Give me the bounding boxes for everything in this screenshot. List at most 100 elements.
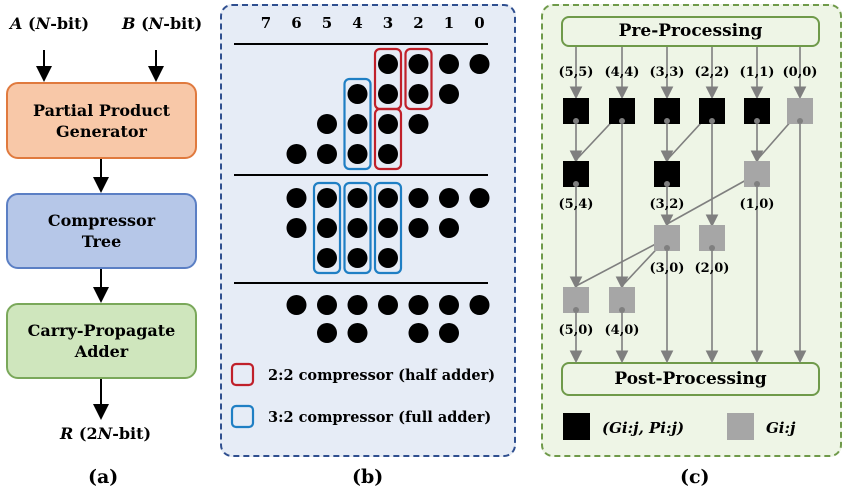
full-adder-box (343, 77, 372, 171)
node-port (573, 118, 579, 124)
node-port (619, 118, 625, 124)
legend-label: 2:2 compressor (half adder) (268, 367, 495, 384)
stage3-dot (439, 295, 459, 315)
stage2-dot (286, 218, 307, 238)
column-header: 6 (291, 14, 301, 32)
node-port (573, 307, 579, 313)
stage3-dot (286, 295, 307, 315)
stage1-dot (439, 84, 459, 104)
prefix-wire (666, 173, 758, 225)
stage1-dot (317, 144, 337, 164)
stage2-dot (439, 218, 459, 238)
node-label: (5,5) (559, 65, 594, 80)
panel-b-label: (b) (352, 466, 384, 488)
node-port (619, 307, 625, 313)
output-r-label: R (2N-bit) (60, 424, 152, 443)
stage2-dot (408, 188, 429, 208)
panel-a-label: (a) (88, 466, 119, 488)
node-port (664, 118, 670, 124)
legend-label: 3:2 compressor (full adder) (268, 409, 491, 426)
node-port (664, 245, 670, 251)
stage2-dot (347, 248, 368, 268)
legend-swatch (230, 404, 255, 429)
node-label: (0,0) (783, 65, 818, 80)
node-port (754, 118, 760, 124)
stage2-dot (317, 218, 337, 238)
half-adder-box (373, 107, 403, 171)
pre-processing-block: Pre-Processing (561, 16, 820, 47)
stage2-dot (317, 248, 337, 268)
node-label: (1,1) (740, 65, 775, 80)
column-header: 4 (352, 14, 362, 32)
node-port (754, 181, 760, 187)
stage2-dot (347, 188, 368, 208)
stage1-dot (378, 54, 398, 74)
legend-gray-node (727, 413, 754, 440)
legend-black-label: (Gi:j, Pi:j) (602, 419, 684, 437)
prefix-wire (575, 237, 668, 287)
stage2-dot (347, 218, 368, 238)
stage1-dot (469, 54, 490, 74)
stage3-dot (378, 295, 398, 315)
stage2-dot (378, 218, 398, 238)
node-port (797, 118, 803, 124)
full-adder-box (343, 181, 372, 275)
node-label: (4,4) (605, 65, 640, 80)
stage1-dot (408, 54, 429, 74)
stage3-dot (408, 295, 429, 315)
node-label: (3,3) (650, 65, 685, 80)
stage1-dot (408, 114, 429, 134)
column-header: 1 (444, 14, 454, 32)
half-adder-box (404, 47, 433, 111)
legend-swatch (230, 362, 255, 387)
node-port (709, 245, 715, 251)
stage1-dot (317, 114, 337, 134)
stage3-dot (347, 295, 368, 315)
stage2-dot (286, 188, 307, 208)
stage2-dot (408, 218, 429, 238)
legend-gray-label: Gi:j (766, 419, 796, 437)
stage1-dot (286, 144, 307, 164)
node-port (709, 118, 715, 124)
node-label: (2,2) (695, 65, 730, 80)
input-b-label: B (N-bit) (122, 14, 203, 33)
stage3-dot (439, 323, 459, 343)
stage2-dot (469, 188, 490, 208)
stage3-dot (469, 295, 490, 315)
input-a-label: A (N-bit) (10, 14, 90, 33)
node-label: (5,0) (559, 323, 594, 338)
column-header: 7 (261, 14, 271, 32)
node-label: (1,0) (740, 197, 775, 212)
full-adder-box (312, 181, 342, 275)
panel-c-label: (c) (680, 466, 710, 488)
legend-black-node (563, 413, 590, 440)
stage2-dot (439, 188, 459, 208)
stage3-dot (317, 295, 337, 315)
stage2-dot (378, 188, 398, 208)
column-header: 3 (383, 14, 393, 32)
stage3-dot (317, 323, 337, 343)
stage1-dot (439, 54, 459, 74)
stage1-dot (378, 84, 398, 104)
stage3-dot (347, 323, 368, 343)
stage1-dot (408, 84, 429, 104)
stage2-dot (378, 248, 398, 268)
stage1-dot (347, 84, 368, 104)
stage1-dot (378, 144, 398, 164)
stage2-dot (317, 188, 337, 208)
node-label: (4,0) (605, 323, 640, 338)
column-header: 0 (474, 14, 484, 32)
node-port (573, 181, 579, 187)
column-header: 5 (322, 14, 332, 32)
node-label: (2,0) (695, 261, 730, 276)
column-header: 2 (413, 14, 423, 32)
full-adder-box (373, 181, 403, 275)
node-label: (3,0) (650, 261, 685, 276)
node-port (664, 181, 670, 187)
